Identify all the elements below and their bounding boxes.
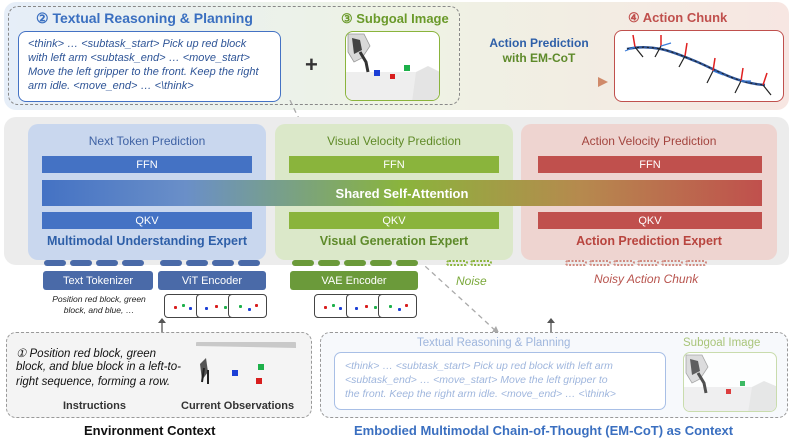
em-cot-title: Embodied Multimodal Chain-of-Thought (EM… [354,423,734,438]
instruction-line-2: block, and blue block in a left-to- [16,361,181,373]
em-cot-subgoal-title: Subgoal Image [683,337,761,349]
reasoning-line-4: arm idle. <move_end> … <\think> [28,80,194,92]
action-prediction-expert-title: Action Prediction Expert [576,234,722,248]
noise-label: Noise [456,274,487,288]
plus-sign: + [305,52,318,77]
textual-reasoning-title: ② Textual Reasoning & Planning [36,10,253,26]
reasoning-panel [8,6,460,105]
action-velocity-prediction-label: Action Velocity Prediction [581,134,717,148]
instruction-line-1: ① Position red block, green [16,348,157,360]
instructions-label: Instructions [63,400,126,412]
action-trajectory-icon [624,34,772,96]
environment-context-title: Environment Context [84,423,216,438]
next-token-prediction-label: Next Token Prediction [88,134,206,148]
subgoal-image [345,31,440,101]
em-cot-line-3: the front. Keep the right arm idle. <mov… [345,388,616,400]
instruction-snippet: Position red block, green block, and blu… [40,294,158,316]
instruction-snippet-line-1: Position red block, green [52,294,146,304]
em-cot-subgoal-image [683,352,777,412]
und-ffn-bar: FFN [42,156,252,173]
token-pills [44,260,707,266]
action-prediction-line-2: with EM-CoT [502,51,576,65]
current-observation-image [196,338,296,394]
em-cot-textual-box [334,352,666,410]
action-chunk-box [614,30,784,102]
reasoning-line-1: <think> … <subtask_start> Pick up red bl… [28,38,247,50]
gen-qkv-bar: QKV [289,212,499,229]
em-cot-textual-title: Textual Reasoning & Planning [417,337,571,349]
subgoal-image-title: ③ Subgoal Image [341,11,449,26]
em-cot-line-2: <subtask_end> … <move_start> Move the le… [345,374,608,386]
robot-arm-icon [684,354,776,411]
visual-velocity-prediction-label: Visual Velocity Prediction [327,134,461,148]
visual-generation-expert-title: Visual Generation Expert [319,234,469,248]
instruction-snippet-line-2: block, and blue, … [63,305,135,315]
observation-thumb-3 [228,294,267,318]
textual-reasoning-box [18,31,281,102]
em-cot-line-1: <think> … <subtask_start> Pick up red bl… [345,360,613,372]
instruction-line-3: right sequence, forming a row. [16,376,171,388]
reasoning-line-3: Move the left gripper to the front. Keep… [28,66,259,78]
und-qkv-bar: QKV [42,212,252,229]
action-chunk-title: ④ Action Chunk [628,10,728,25]
text-tokenizer-box: Text Tokenizer [43,271,153,290]
act-qkv-bar: QKV [538,212,762,229]
act-ffn-bar: FFN [538,156,762,173]
gen-ffn-bar: FFN [289,156,499,173]
reasoning-line-2: with left arm <subtask_end> … <move_star… [28,52,250,64]
shared-self-attention-bar: Shared Self-Attention [42,180,762,206]
vit-encoder-box: ViT Encoder [158,271,266,290]
vae-encoder-box: VAE Encoder [290,271,418,290]
multimodal-understanding-expert-title: Multimodal Understanding Expert [46,234,247,248]
robot-arm-icon [346,33,439,100]
action-prediction-label: Action Prediction with EM-CoT [474,36,604,66]
action-prediction-line-1: Action Prediction [489,36,589,50]
noisy-action-chunk-label: Noisy Action Chunk [594,272,699,286]
arrow-icon [474,77,608,87]
robot-arm-icon [196,342,296,384]
current-observations-label: Current Observations [181,400,295,412]
generated-thumb-3 [378,294,417,318]
